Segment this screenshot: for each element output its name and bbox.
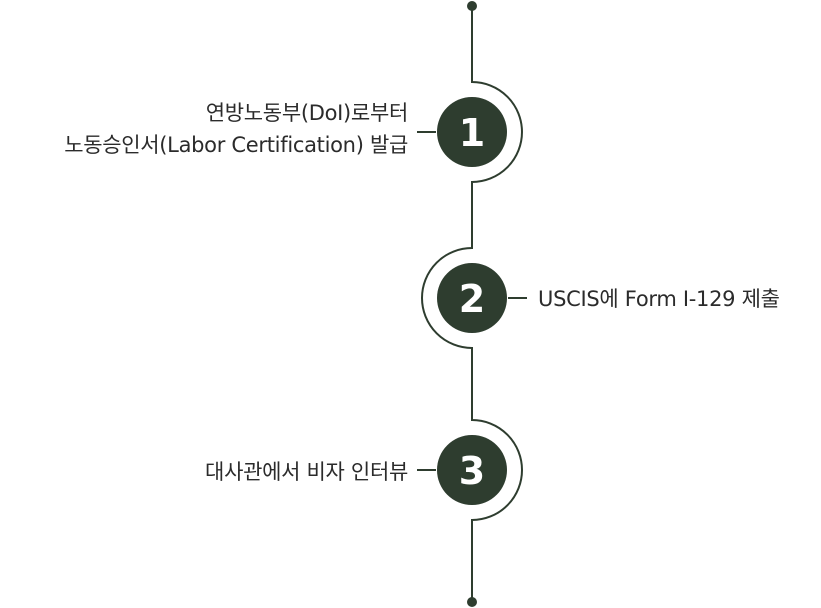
step-2-number: 2 (459, 277, 485, 321)
timeline-end-dot (467, 597, 477, 607)
step-3-number: 3 (459, 449, 485, 493)
step-1-number: 1 (459, 111, 485, 155)
timeline-line (421, 6, 523, 602)
step-2-label: USCIS에 Form I-129 제출 (538, 283, 780, 315)
step-3-label: 대사관에서 비자 인터뷰 (205, 456, 408, 488)
step-3-label-line-1: 대사관에서 비자 인터뷰 (205, 460, 408, 484)
step-1-circle (437, 97, 507, 167)
step-2-circle (437, 263, 507, 333)
timeline-start-dot (467, 1, 477, 11)
step-1-label: 연방노동부(DoI)로부터 노동승인서(Labor Certification)… (64, 97, 408, 161)
step-3-circle (437, 435, 507, 505)
step-2-label-line-1: USCIS에 Form I-129 제출 (538, 287, 780, 311)
step-1-label-line-2: 노동승인서(Labor Certification) 발급 (64, 133, 408, 157)
step-1-label-line-1: 연방노동부(DoI)로부터 (205, 101, 409, 125)
